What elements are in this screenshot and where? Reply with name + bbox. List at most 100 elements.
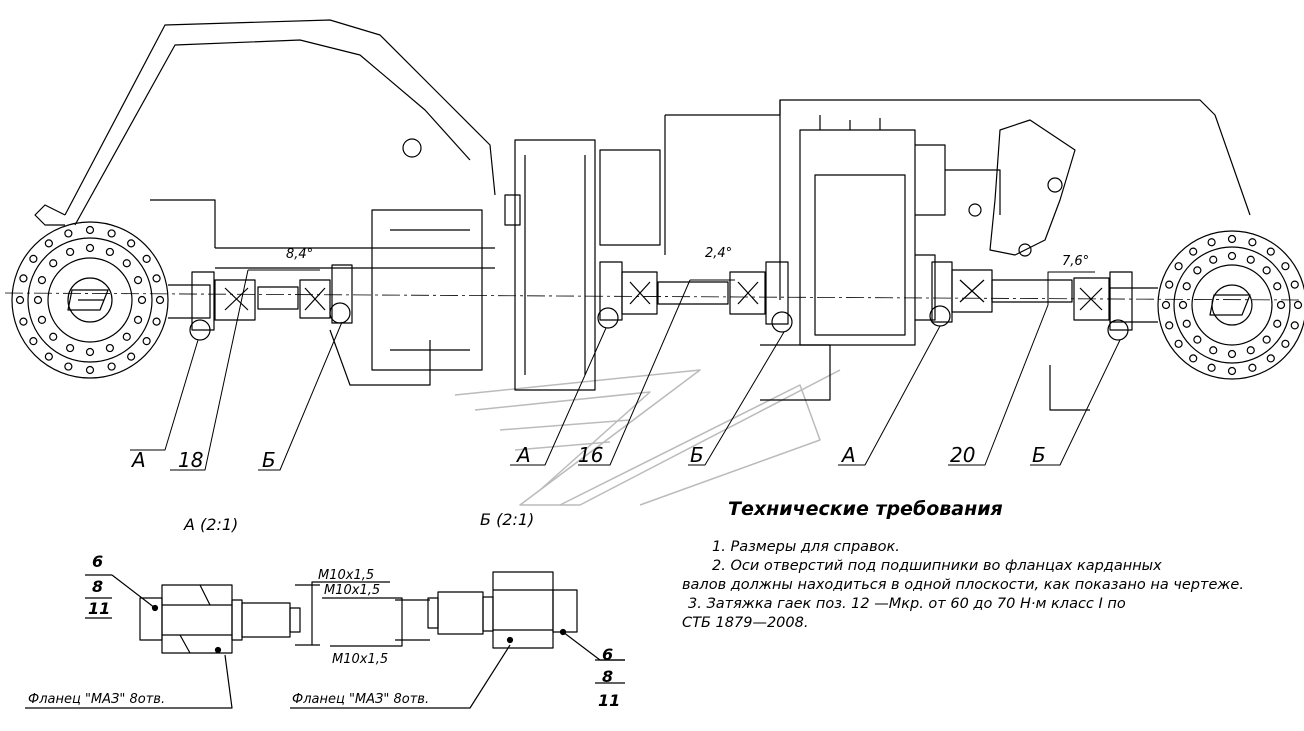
hub-bolt (85, 365, 95, 375)
hub-bolt (155, 295, 165, 305)
hub-bolt (85, 347, 95, 357)
hub-bolt (44, 239, 53, 248)
hub-bolt (1266, 354, 1275, 363)
hub-bolt (1246, 255, 1255, 264)
hub-bolt (1227, 234, 1237, 244)
hub-bolt (133, 276, 143, 285)
hub-bolt (133, 315, 143, 324)
hub-bolt (1209, 255, 1218, 264)
hub-bolt (152, 274, 161, 283)
hub-bolt (29, 254, 38, 263)
hub-bolt (122, 259, 131, 268)
notes-title: Технические требования (728, 498, 1003, 520)
hub-bolt (66, 343, 75, 353)
hub-bolt (1262, 266, 1271, 275)
hub-bolt (1248, 363, 1257, 372)
hub-bolt (64, 362, 73, 371)
detail-a-thread: M10x1,5 (318, 568, 374, 583)
detail-b-flange: Фланец "МАЗ" 8отв. (292, 692, 429, 707)
detail-a-pos-3: 11 (88, 599, 110, 618)
hub-bolt (1189, 354, 1198, 363)
note-2-rest: валов должны находиться в одной плоскост… (682, 577, 1244, 593)
callout-18: 18 (178, 448, 203, 472)
angle-right: 7,6° (1062, 254, 1089, 269)
technical-requirements: Технические требования 1. Размеры для сп… (682, 498, 1272, 633)
hub-bolt (1262, 335, 1271, 344)
detail-a-flange: Фланец "МАЗ" 8отв. (28, 692, 165, 707)
hub-bolt (1174, 339, 1183, 348)
callout-16: 16 (578, 443, 603, 467)
hub-bolt (1207, 363, 1216, 372)
hub-bolt (142, 254, 151, 263)
hub-bolt (85, 225, 95, 235)
hub-bolt (1273, 282, 1282, 291)
detail-a-title: А (2:1) (183, 515, 238, 534)
angle-mid: 2,4° (705, 246, 732, 261)
hub-bolt (29, 337, 38, 346)
hub-bolt (85, 243, 95, 253)
hub-bolt (44, 352, 53, 361)
centerline (4, 292, 1301, 301)
hub-bolt (1193, 266, 1202, 275)
callout-a-right: А (840, 443, 856, 467)
note-1: 1. Размеры для справок. (712, 539, 900, 555)
angle-left: 8,4° (286, 247, 313, 262)
hub-bolt (1290, 280, 1299, 289)
hub-bolt (49, 259, 58, 268)
hub-bolt (19, 274, 28, 283)
hub-bolt (37, 276, 47, 285)
hub-bolt (1209, 346, 1218, 355)
hub-bolt (137, 295, 147, 305)
detail-a-pos-2: 8 (92, 577, 103, 596)
hub-bolt (1189, 247, 1198, 256)
hub-bolt (1276, 300, 1286, 310)
hub-bolt (105, 247, 114, 257)
note-2-first: 2. Оси отверстий под подшипники во фланц… (712, 558, 1162, 574)
hub-bolt (1207, 238, 1216, 247)
hub-bolt (33, 295, 43, 305)
detail-b (290, 571, 625, 709)
watermark-logo (454, 369, 841, 506)
cardan-shaft-18 (189, 264, 353, 341)
callout-20: 20 (950, 443, 975, 467)
hub-bolt (15, 295, 25, 305)
hub-bolt (152, 317, 161, 326)
callout-b-left: Б (262, 448, 276, 472)
hub-bolt (66, 247, 75, 257)
hub-bolt (1266, 247, 1275, 256)
hub-bolt (122, 332, 131, 341)
axle-housing (371, 139, 661, 391)
hub-bolt (1227, 251, 1237, 261)
hub-bolt (19, 317, 28, 326)
cardan-shaft-16 (597, 261, 793, 333)
right-wheel-hub (1109, 230, 1304, 380)
leader-lines (130, 269, 1121, 471)
callout-b-right: Б (1032, 443, 1046, 467)
callout-a-left: А (130, 448, 146, 472)
detail-b-thread-bottom: M10x1,5 (332, 652, 388, 667)
hub-bolt (1246, 346, 1255, 355)
frame-outline (34, 19, 1251, 411)
hub-bolt (1193, 335, 1202, 344)
detail-a-pos-1: 6 (92, 552, 103, 571)
transfer-case (799, 115, 1076, 346)
detail-texts: А (2:1) Б (2:1) 6 8 11 M10x1,5 Фланец "М… (28, 510, 620, 710)
hub-bolt (1227, 366, 1237, 376)
detail-b-pos-2: 8 (602, 667, 613, 686)
note-3-rest: СТБ 1879—2008. (682, 615, 809, 631)
hub-bolt (1161, 300, 1171, 310)
hub-bolt (107, 229, 116, 238)
hub-bolt (1293, 300, 1303, 310)
left-wheel-hub (11, 221, 211, 379)
detail-b-title: Б (2:1) (480, 510, 534, 529)
callout-a-mid: А (515, 443, 531, 467)
hub-bolt (1227, 349, 1237, 359)
hub-bolt (49, 332, 58, 341)
hub-bolt (1248, 238, 1257, 247)
hub-bolt (64, 229, 73, 238)
hub-bolt (1174, 262, 1183, 271)
note-3-first: 3. Затяжка гаек поз. 12 —Мкр. от 60 до 7… (688, 596, 1126, 612)
detail-b-pos-1: 6 (602, 645, 613, 664)
hub-bolt (1165, 280, 1174, 289)
